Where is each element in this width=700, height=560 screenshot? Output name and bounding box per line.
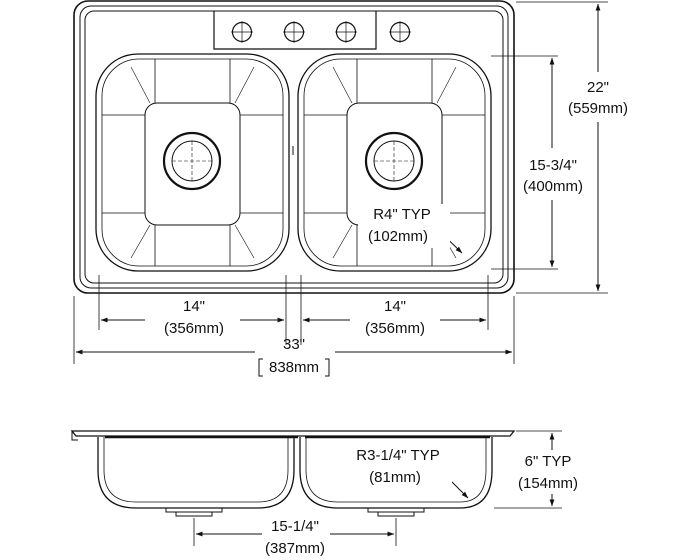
side-depth-dimension: 6" TYP (154mm) [518, 432, 578, 507]
svg-text:33": 33" [283, 336, 305, 353]
sink-deck [84, 10, 504, 284]
side-extension-lines [193, 430, 562, 546]
svg-text:15-3/4": 15-3/4" [529, 157, 577, 174]
overall-depth-dimension: 22" (559mm) [568, 3, 628, 292]
faucet-hole [389, 21, 411, 43]
faucet-hole [231, 21, 253, 43]
side-left-drain [165, 508, 223, 517]
faucet-hole [283, 21, 305, 43]
svg-text:(154mm): (154mm) [518, 475, 578, 492]
drain-spacing-dimension: 15-1/4" (387mm) [195, 518, 395, 557]
left-bowl-width-dimension: 14" (356mm) [100, 298, 285, 337]
svg-text:838mm: 838mm [269, 359, 319, 376]
overall-width-dimension: 33" 838mm [75, 336, 513, 377]
side-rim [70, 430, 516, 437]
corner-radius-mm: (102mm) [368, 228, 428, 245]
left-drain [162, 131, 222, 191]
top-view: R4" TYP (102mm) [73, 0, 515, 294]
right-bowl-width-dimension: 14" (356mm) [302, 298, 487, 337]
side-view [70, 430, 516, 517]
bottom-radius-inches: R3-1/4" TYP [356, 447, 439, 464]
svg-text:(387mm): (387mm) [265, 540, 325, 557]
side-right-drain [367, 508, 425, 517]
faucet-hole [335, 21, 357, 43]
side-right-bowl [299, 437, 493, 509]
svg-text:(356mm): (356mm) [164, 320, 224, 337]
svg-text:(356mm): (356mm) [365, 320, 425, 337]
right-bowl [297, 53, 492, 272]
sink-outer-rim [73, 0, 515, 294]
bowl-depth-dimension: 15-3/4" (400mm) [523, 57, 583, 268]
svg-text:(559mm): (559mm) [568, 100, 628, 117]
svg-text:15-1/4": 15-1/4" [271, 518, 319, 535]
svg-text:14": 14" [183, 298, 205, 315]
sink-rim-inner-line [79, 5, 509, 289]
corner-radius-inches: R4" TYP [373, 206, 431, 223]
right-drain [364, 131, 424, 191]
side-left-bowl [97, 437, 295, 509]
svg-text:14": 14" [384, 298, 406, 315]
extension-lines [73, 1, 608, 364]
svg-text:22": 22" [587, 79, 609, 96]
svg-text:(400mm): (400mm) [523, 178, 583, 195]
left-bowl [95, 53, 290, 272]
bottom-radius-mm: (81mm) [369, 469, 421, 486]
faucet-ledge [213, 11, 377, 50]
svg-text:6" TYP: 6" TYP [525, 453, 572, 470]
